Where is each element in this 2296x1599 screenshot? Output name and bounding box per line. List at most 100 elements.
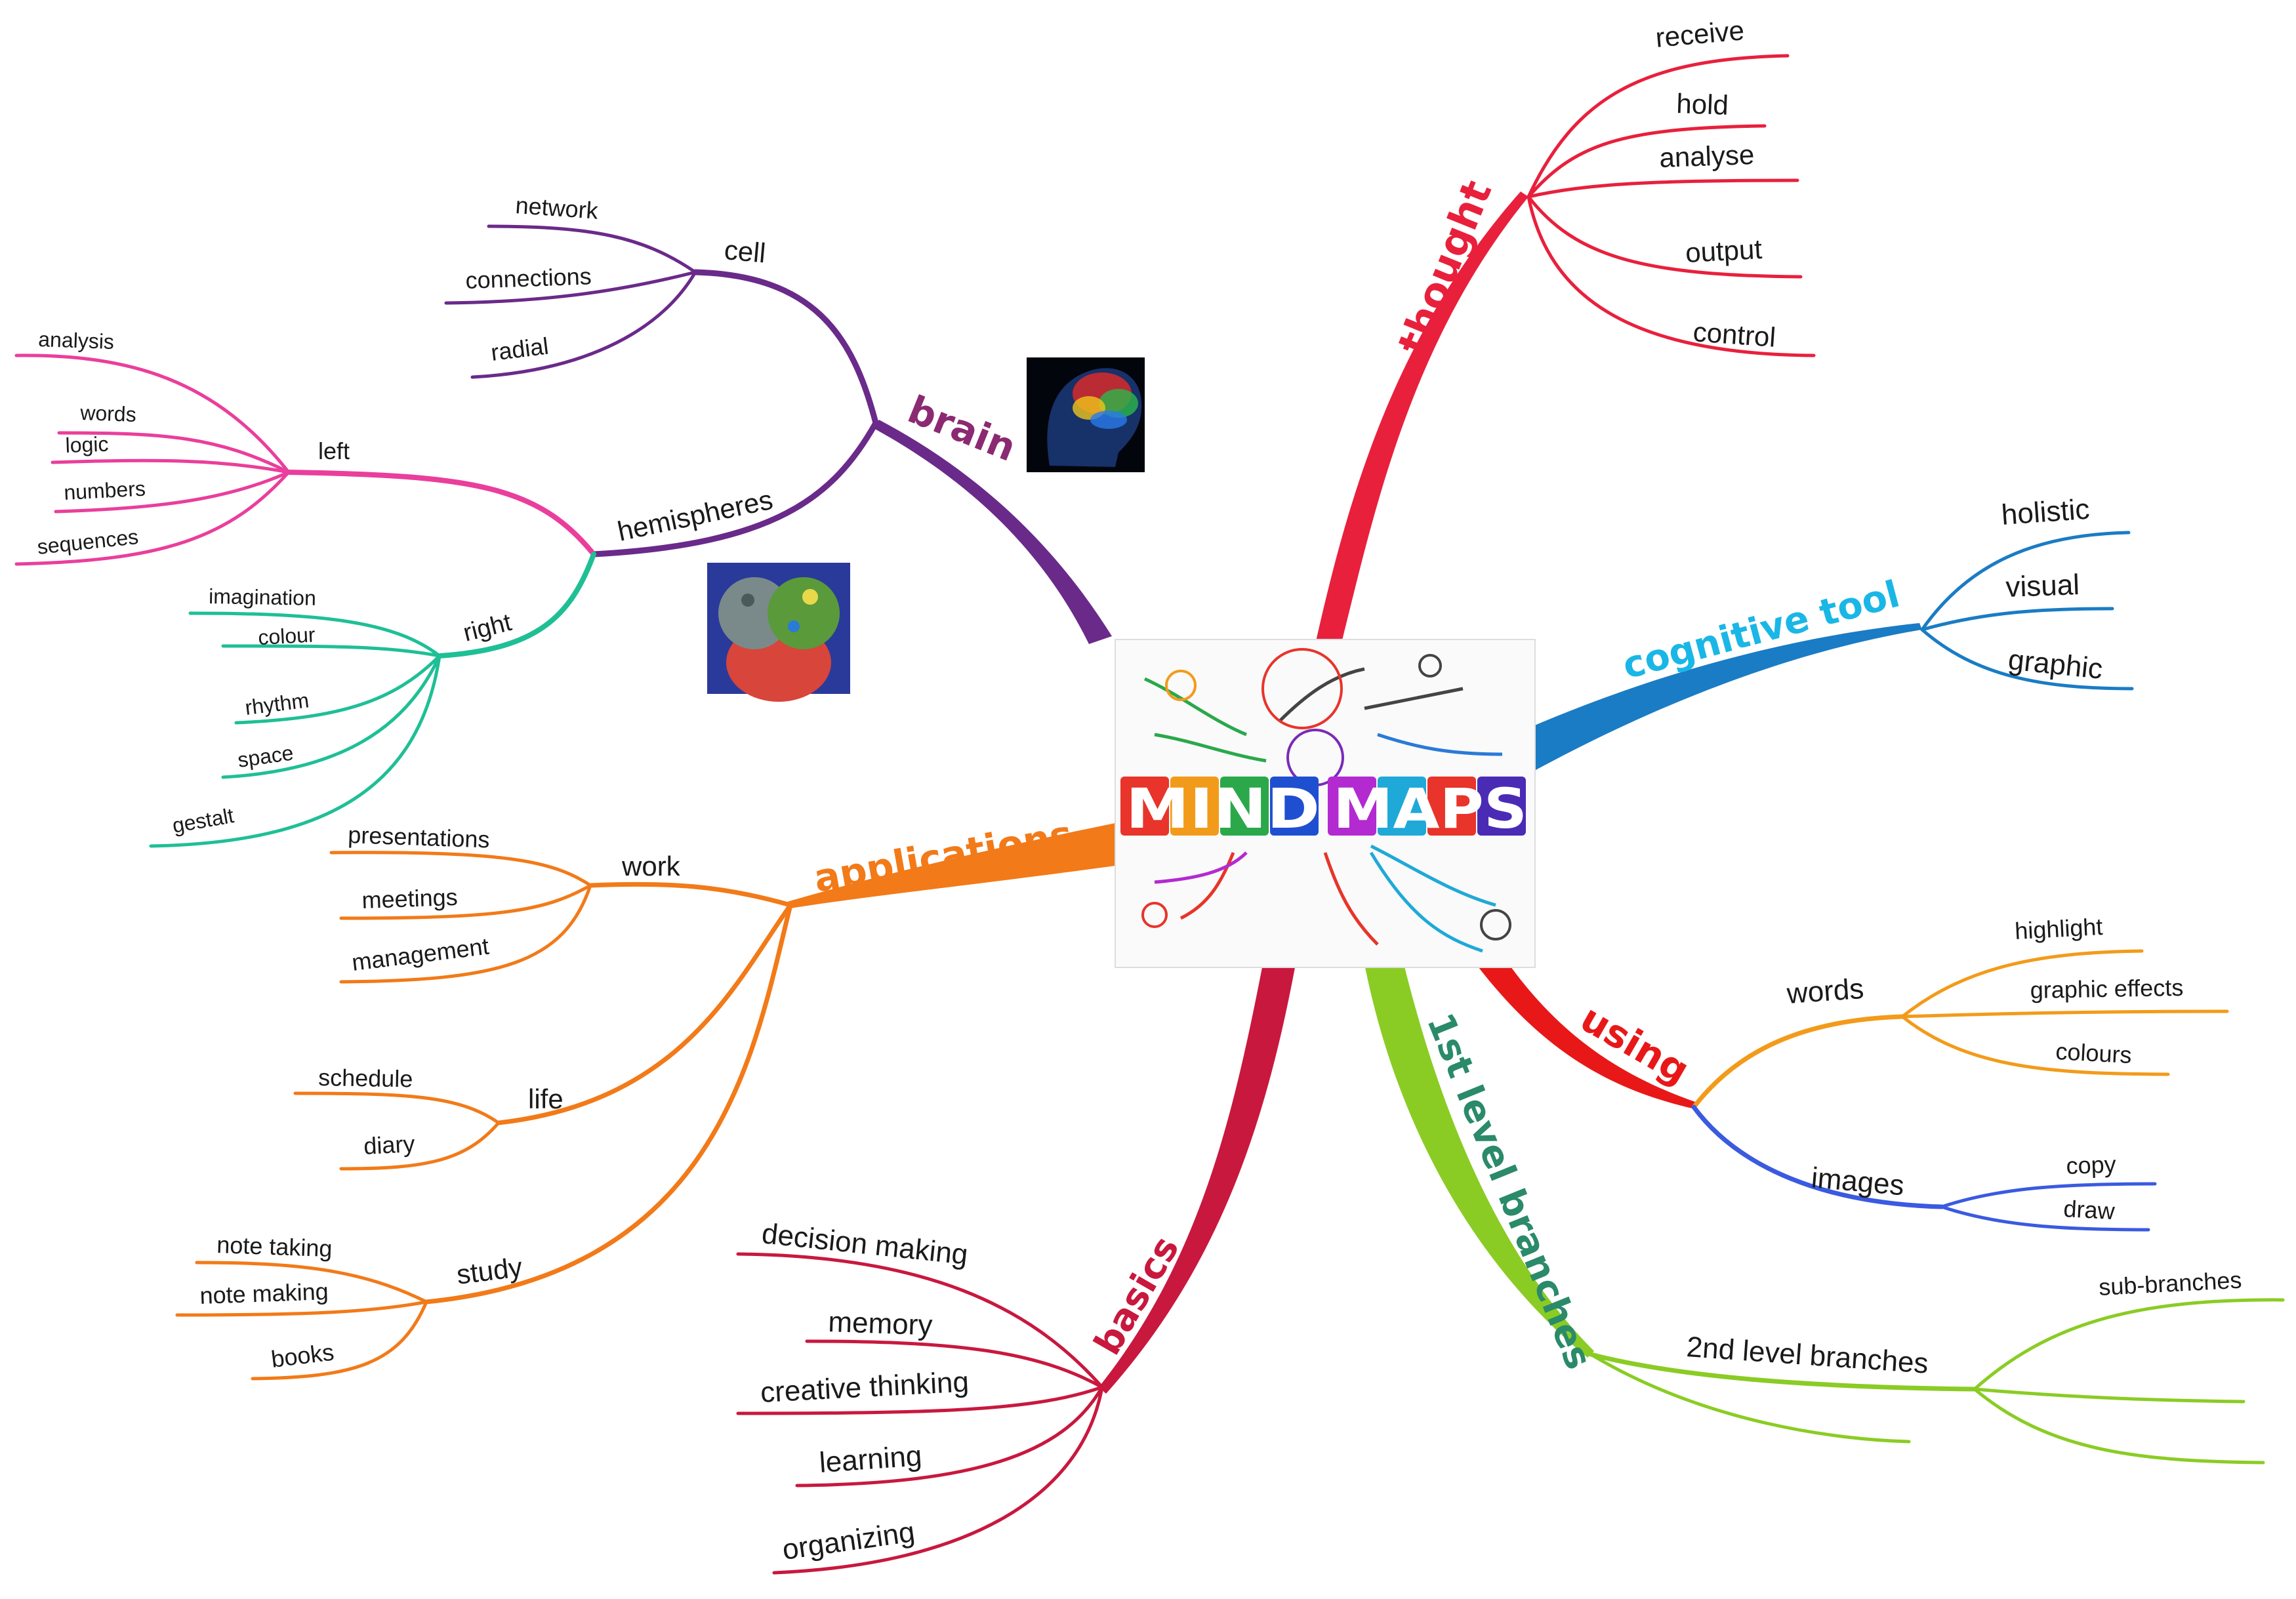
center-doodles xyxy=(1141,648,1511,953)
draw-label: draw xyxy=(2063,1195,2116,1225)
center-doodle-line xyxy=(1278,667,1365,723)
right-line xyxy=(437,552,596,658)
network-label: network xyxy=(514,192,600,224)
presentations-line xyxy=(329,851,592,887)
graphic-effects-label: graphic effects xyxy=(2030,974,2183,1003)
title-letter-block xyxy=(1328,777,1376,836)
memory-line xyxy=(805,1339,1104,1389)
brain-scan-image xyxy=(1027,357,1145,472)
collage-detail-3 xyxy=(741,594,754,607)
unnamed-second-level-line xyxy=(1589,1352,1911,1444)
copy-label: copy xyxy=(2066,1150,2116,1179)
graphic-line xyxy=(1920,628,2134,691)
sub-branches xyxy=(14,54,2285,1575)
graphic-effects-line xyxy=(1900,1009,2229,1019)
title-letter-block xyxy=(1427,777,1476,836)
sub-branches-label: sub-branches xyxy=(2098,1266,2242,1301)
center-doodle-line xyxy=(1364,687,1464,710)
thought-main-branch xyxy=(1315,192,1528,644)
brain-main-label: brain xyxy=(902,387,1023,470)
first-level-main-branch xyxy=(1364,964,1594,1358)
collage-detail-1 xyxy=(802,589,818,605)
logic-label: logic xyxy=(65,432,109,457)
presentations-label: presentations xyxy=(348,821,490,853)
space-line xyxy=(221,654,441,779)
numbers-line xyxy=(54,470,291,514)
center-doodle-line xyxy=(1369,851,1483,953)
work-line xyxy=(588,881,793,908)
draw-line xyxy=(1940,1205,2150,1232)
holistic-line xyxy=(1920,531,2131,632)
receive-label: receive xyxy=(1654,14,1746,53)
imagination-label: imagination xyxy=(209,584,316,610)
radial-line xyxy=(470,270,697,379)
brain-main-branch xyxy=(872,420,1112,644)
title-letter-block xyxy=(1170,777,1219,836)
center-doodle-line xyxy=(1143,677,1247,737)
hemispheres-label: hemispheres xyxy=(615,484,775,547)
center-doodle-line xyxy=(1154,851,1248,884)
second-level-line xyxy=(1588,1352,1977,1392)
center-title-left: MIND xyxy=(1126,777,1320,841)
words-left-line xyxy=(57,431,291,474)
diary-line xyxy=(339,1121,501,1171)
meetings-line xyxy=(339,883,592,920)
analyse-label: analyse xyxy=(1659,139,1755,173)
books-label: books xyxy=(270,1339,335,1373)
memory-label: memory xyxy=(828,1306,933,1342)
visual-line xyxy=(1920,607,2114,632)
life-label: life xyxy=(528,1083,564,1114)
management-label: management xyxy=(350,933,491,976)
study-line xyxy=(424,902,793,1305)
cell-line xyxy=(692,269,879,426)
sub-branch-3-line xyxy=(1973,1387,2265,1465)
center-doodle-line xyxy=(1377,733,1503,756)
center-doodle-circle xyxy=(1418,654,1442,678)
title-letter-block xyxy=(1378,777,1426,836)
colours-label: colours xyxy=(2055,1038,2133,1068)
words-label: words xyxy=(79,401,137,426)
center-doodle-circle xyxy=(1261,648,1343,729)
schedule-line xyxy=(293,1091,501,1125)
gestalt-line xyxy=(149,654,441,848)
sequences-label: sequences xyxy=(36,525,140,559)
network-line xyxy=(487,224,697,274)
main-branches xyxy=(787,192,1922,1394)
left-label: left xyxy=(318,437,350,464)
output-line xyxy=(1527,195,1803,279)
center-doodle-circle xyxy=(1141,902,1168,928)
right-label: right xyxy=(461,609,514,647)
output-label: output xyxy=(1685,233,1763,268)
brain-scan-icon xyxy=(1047,368,1142,467)
decision-making-line xyxy=(736,1252,1104,1389)
brain-collage-icon xyxy=(718,577,840,702)
creative-thinking-line xyxy=(736,1385,1104,1415)
second-level-branches-label: 2nd level branches xyxy=(1685,1331,1929,1380)
schedule-label: schedule xyxy=(318,1064,413,1093)
organizing-line xyxy=(772,1385,1104,1575)
learning-label: learning xyxy=(818,1440,923,1479)
note-taking-label: note taking xyxy=(216,1231,333,1262)
management-line xyxy=(339,883,592,984)
highlight-line xyxy=(1900,949,2144,1019)
receive-line xyxy=(1527,54,1790,199)
meetings-label: meetings xyxy=(361,883,458,914)
note-making-label: note making xyxy=(199,1278,329,1309)
images-using-line xyxy=(1691,1104,1944,1209)
title-letter-block xyxy=(1477,777,1526,836)
analysis-line xyxy=(14,354,291,474)
center-doodle-circle xyxy=(1165,670,1197,701)
highlight-label: highlight xyxy=(2014,913,2103,944)
books-line xyxy=(251,1300,428,1381)
gestalt-label: gestalt xyxy=(171,803,236,838)
note-making-line xyxy=(175,1300,428,1317)
cell-label: cell xyxy=(723,234,767,268)
work-label: work xyxy=(621,851,681,881)
hold-line xyxy=(1527,124,1767,199)
applications-main-branch xyxy=(787,823,1115,908)
control-line xyxy=(1527,195,1816,357)
